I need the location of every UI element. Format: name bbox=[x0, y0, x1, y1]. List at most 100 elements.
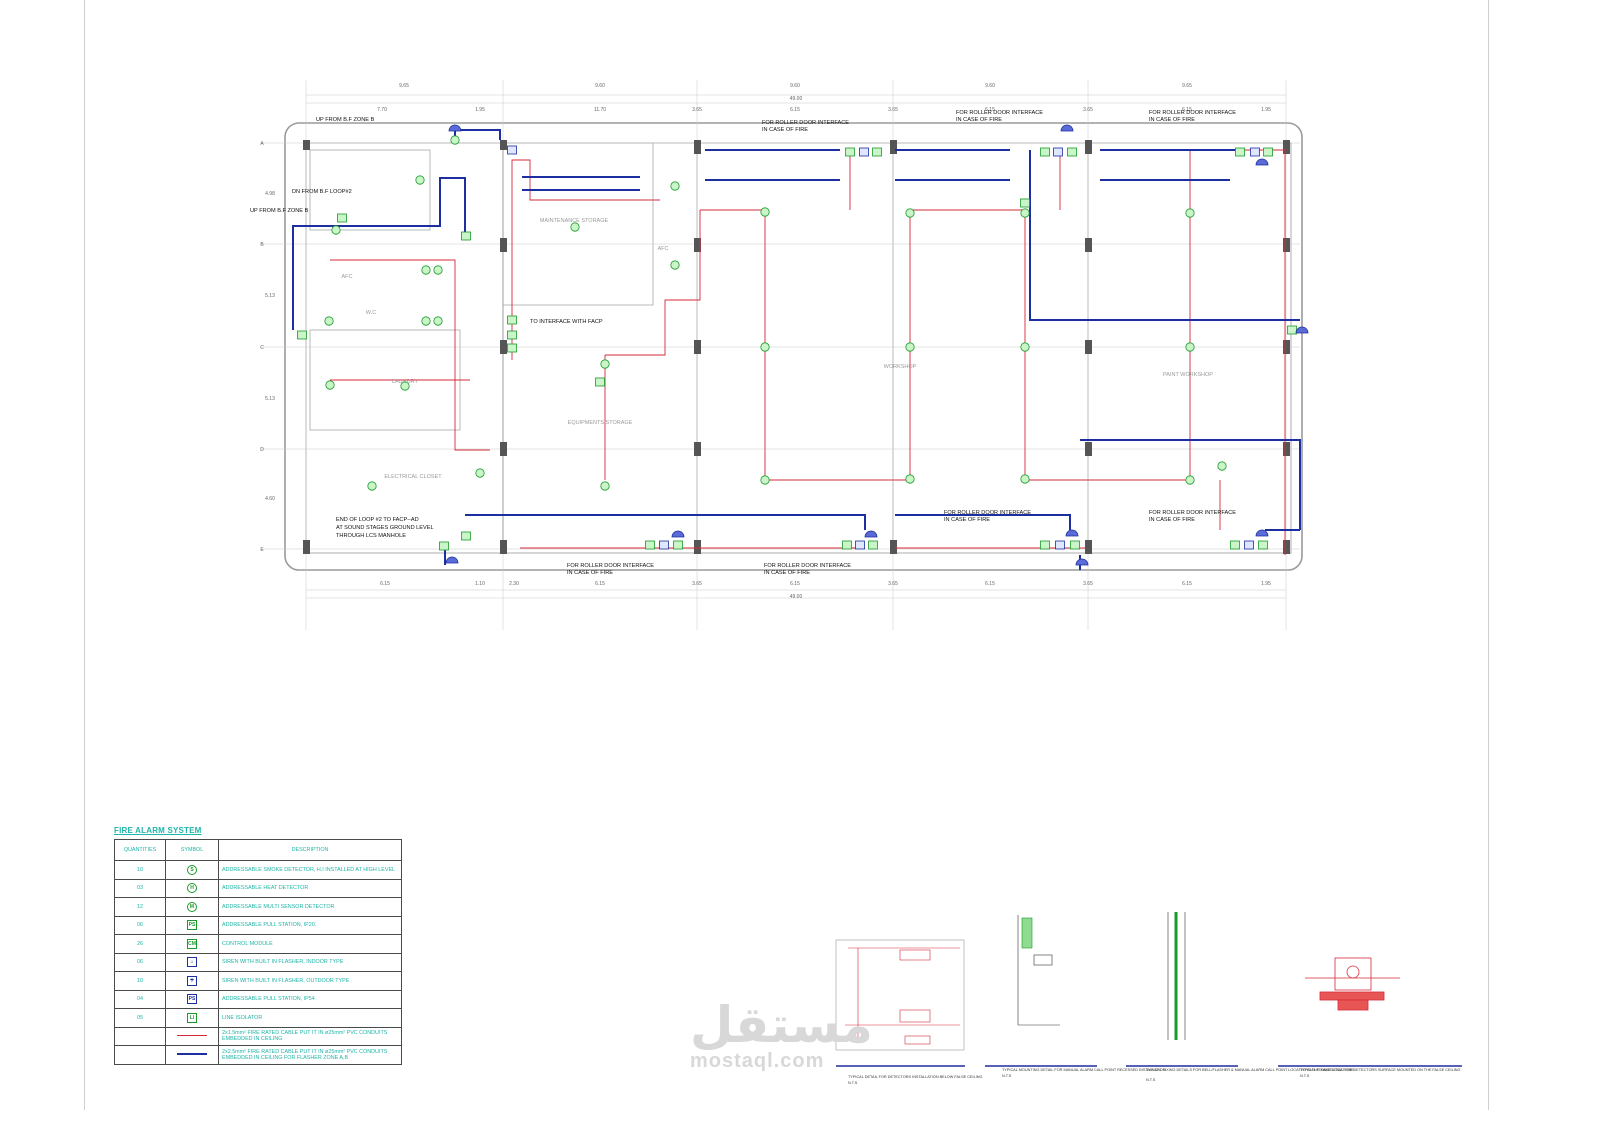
smoke-detector-icon bbox=[450, 135, 460, 145]
svg-text:6.15: 6.15 bbox=[790, 581, 800, 587]
siren-flasher-icon bbox=[1060, 124, 1074, 132]
svg-text:IN CASE OF FIRE: IN CASE OF FIRE bbox=[956, 117, 1002, 123]
pull-station-icon bbox=[1053, 147, 1063, 157]
svg-text:2.30: 2.30 bbox=[509, 581, 519, 587]
control-module-icon bbox=[845, 147, 855, 157]
legend-symbol-icon: ☂ bbox=[187, 975, 197, 986]
heat-detector-icon bbox=[325, 380, 335, 390]
smoke-detector-icon bbox=[324, 316, 334, 326]
smoke-detector-icon bbox=[670, 181, 680, 191]
legend-desc: SIREN WITH BUILT IN FLASHER, OUTDOOR TYP… bbox=[218, 971, 402, 991]
dim-top-4: 9.60 bbox=[985, 83, 995, 89]
legend-symbol-cell: PS bbox=[165, 915, 219, 935]
svg-text:1.10: 1.10 bbox=[475, 581, 485, 587]
svg-text:N.T.S: N.T.S bbox=[1146, 1078, 1156, 1082]
legend-qty bbox=[114, 1026, 166, 1046]
control-module-icon bbox=[507, 330, 517, 340]
legend-symbol-icon: LI bbox=[187, 1012, 197, 1023]
legend-row: 2x2.5mm² FIRE RATED CABLE PUT IT IN ø25m… bbox=[114, 1045, 402, 1065]
legend-desc: ADDRESSABLE SMOKE DETECTOR, H.I INSTALLE… bbox=[218, 860, 402, 880]
legend-desc: LINE ISOLATOR bbox=[218, 1008, 402, 1028]
detail-caption-1: TYPICAL DETAIL FOR DETECTORS INSTALLATIO… bbox=[848, 1075, 983, 1079]
smoke-detector-icon bbox=[570, 222, 580, 232]
legend-symbol-cell bbox=[165, 1026, 219, 1046]
legend-symbol-icon: CM bbox=[187, 938, 197, 949]
siren-flasher-icon bbox=[1295, 326, 1309, 334]
multi-sensor-icon bbox=[1185, 342, 1195, 352]
building-walls bbox=[284, 122, 1303, 571]
svg-text:B: B bbox=[260, 242, 264, 248]
legend-qty: 06 bbox=[114, 915, 166, 935]
legend-symbol-cell: PS bbox=[165, 989, 219, 1009]
detail-caption-3: TYPICAL FIXING DETAILS FOR BELL/FLASHER … bbox=[1146, 1068, 1354, 1072]
detail-1 bbox=[835, 939, 965, 1051]
room-workshop: WORKSHOP bbox=[884, 364, 917, 370]
svg-text:5.13: 5.13 bbox=[265, 396, 275, 402]
svg-text:N.T.S: N.T.S bbox=[848, 1081, 858, 1085]
legend-qty: 05 bbox=[114, 1008, 166, 1028]
svg-text:FOR ROLLER DOOR INTERFACE: FOR ROLLER DOOR INTERFACE bbox=[567, 563, 654, 569]
note-interface-facp: TO INTERFACE WITH FACP bbox=[530, 319, 603, 325]
control-module-icon bbox=[673, 540, 683, 550]
room-wc: W.C bbox=[366, 310, 376, 316]
svg-text:FOR ROLLER DOOR INTERFACE: FOR ROLLER DOOR INTERFACE bbox=[1149, 510, 1236, 516]
svg-text:6.15: 6.15 bbox=[985, 581, 995, 587]
legend-desc: 2x2.5mm² FIRE RATED CABLE PUT IT IN ø25m… bbox=[218, 1045, 402, 1065]
detail-caption-4: TYPICAL FIXING DETAIL FOR DETECTORS SURF… bbox=[1300, 1068, 1461, 1072]
svg-text:IN CASE OF FIRE: IN CASE OF FIRE bbox=[567, 570, 613, 576]
dim-bottom-total: 49.00 bbox=[790, 594, 803, 600]
legend-qty: 12 bbox=[114, 897, 166, 917]
note-end-loop-2: AT SOUND STAGES GROUND LEVEL bbox=[336, 525, 434, 531]
multi-sensor-icon bbox=[1020, 208, 1030, 218]
smoke-detector-icon bbox=[331, 225, 341, 235]
multi-sensor-icon bbox=[905, 342, 915, 352]
svg-text:4.60: 4.60 bbox=[265, 496, 275, 502]
legend-title: FIRE ALARM SYSTEM bbox=[114, 826, 202, 835]
smoke-detector-icon bbox=[670, 260, 680, 270]
legend-desc: 2x1.5mm² FIRE RATED CABLE PUT IT IN ø25m… bbox=[218, 1026, 402, 1046]
multi-sensor-icon bbox=[1020, 342, 1030, 352]
siren-flasher-icon bbox=[1065, 529, 1079, 537]
siren-flasher-icon bbox=[1075, 558, 1089, 566]
svg-text:IN CASE OF FIRE: IN CASE OF FIRE bbox=[1149, 117, 1195, 123]
control-module-icon bbox=[1040, 540, 1050, 550]
control-module-icon bbox=[842, 540, 852, 550]
fire-alarm-legend: FIRE ALARM SYSTEM QUANTITIES SYMBOL DESC… bbox=[114, 826, 404, 1065]
flasher-zone-cable bbox=[292, 129, 1301, 570]
pull-station-icon bbox=[659, 540, 669, 550]
siren-flasher-icon bbox=[1255, 158, 1269, 166]
dim-top-3: 9.60 bbox=[790, 83, 800, 89]
control-module-icon bbox=[1263, 147, 1273, 157]
svg-text:11.70: 11.70 bbox=[594, 107, 606, 113]
svg-text:FOR ROLLER DOOR INTERFACE: FOR ROLLER DOOR INTERFACE bbox=[944, 510, 1031, 516]
svg-text:A: A bbox=[260, 141, 264, 147]
legend-symbol-icon: PS bbox=[187, 920, 197, 931]
detail-2 bbox=[985, 915, 1097, 1067]
control-module-icon bbox=[1067, 147, 1077, 157]
line-isolator-icon bbox=[595, 377, 605, 387]
multi-sensor-icon bbox=[905, 208, 915, 218]
svg-text:6.15: 6.15 bbox=[595, 581, 605, 587]
room-afc-2: AFC bbox=[658, 246, 669, 252]
dim-top-5: 9.65 bbox=[1182, 83, 1192, 89]
dim-top-2: 9.60 bbox=[595, 83, 605, 89]
fire-alarm-devices bbox=[297, 124, 1309, 566]
room-paint: PAINT WORKSHOP bbox=[1163, 372, 1213, 378]
legend-symbol-cell: S bbox=[165, 860, 219, 880]
multi-sensor-icon bbox=[760, 207, 770, 217]
control-module-icon bbox=[1235, 147, 1245, 157]
svg-text:E: E bbox=[260, 547, 264, 553]
legend-desc: SIREN WITH BUILT IN FLASHER, INDOOR TYPE bbox=[218, 952, 402, 972]
svg-text:6.15: 6.15 bbox=[380, 581, 390, 587]
svg-text:6.15: 6.15 bbox=[1182, 107, 1192, 113]
svg-text:N.T.S: N.T.S bbox=[1002, 1074, 1012, 1078]
control-module-icon bbox=[868, 540, 878, 550]
svg-text:3.65: 3.65 bbox=[1083, 581, 1093, 587]
pull-station-icon bbox=[855, 540, 865, 550]
smoke-detector-icon bbox=[433, 265, 443, 275]
control-module-icon bbox=[1287, 325, 1297, 335]
